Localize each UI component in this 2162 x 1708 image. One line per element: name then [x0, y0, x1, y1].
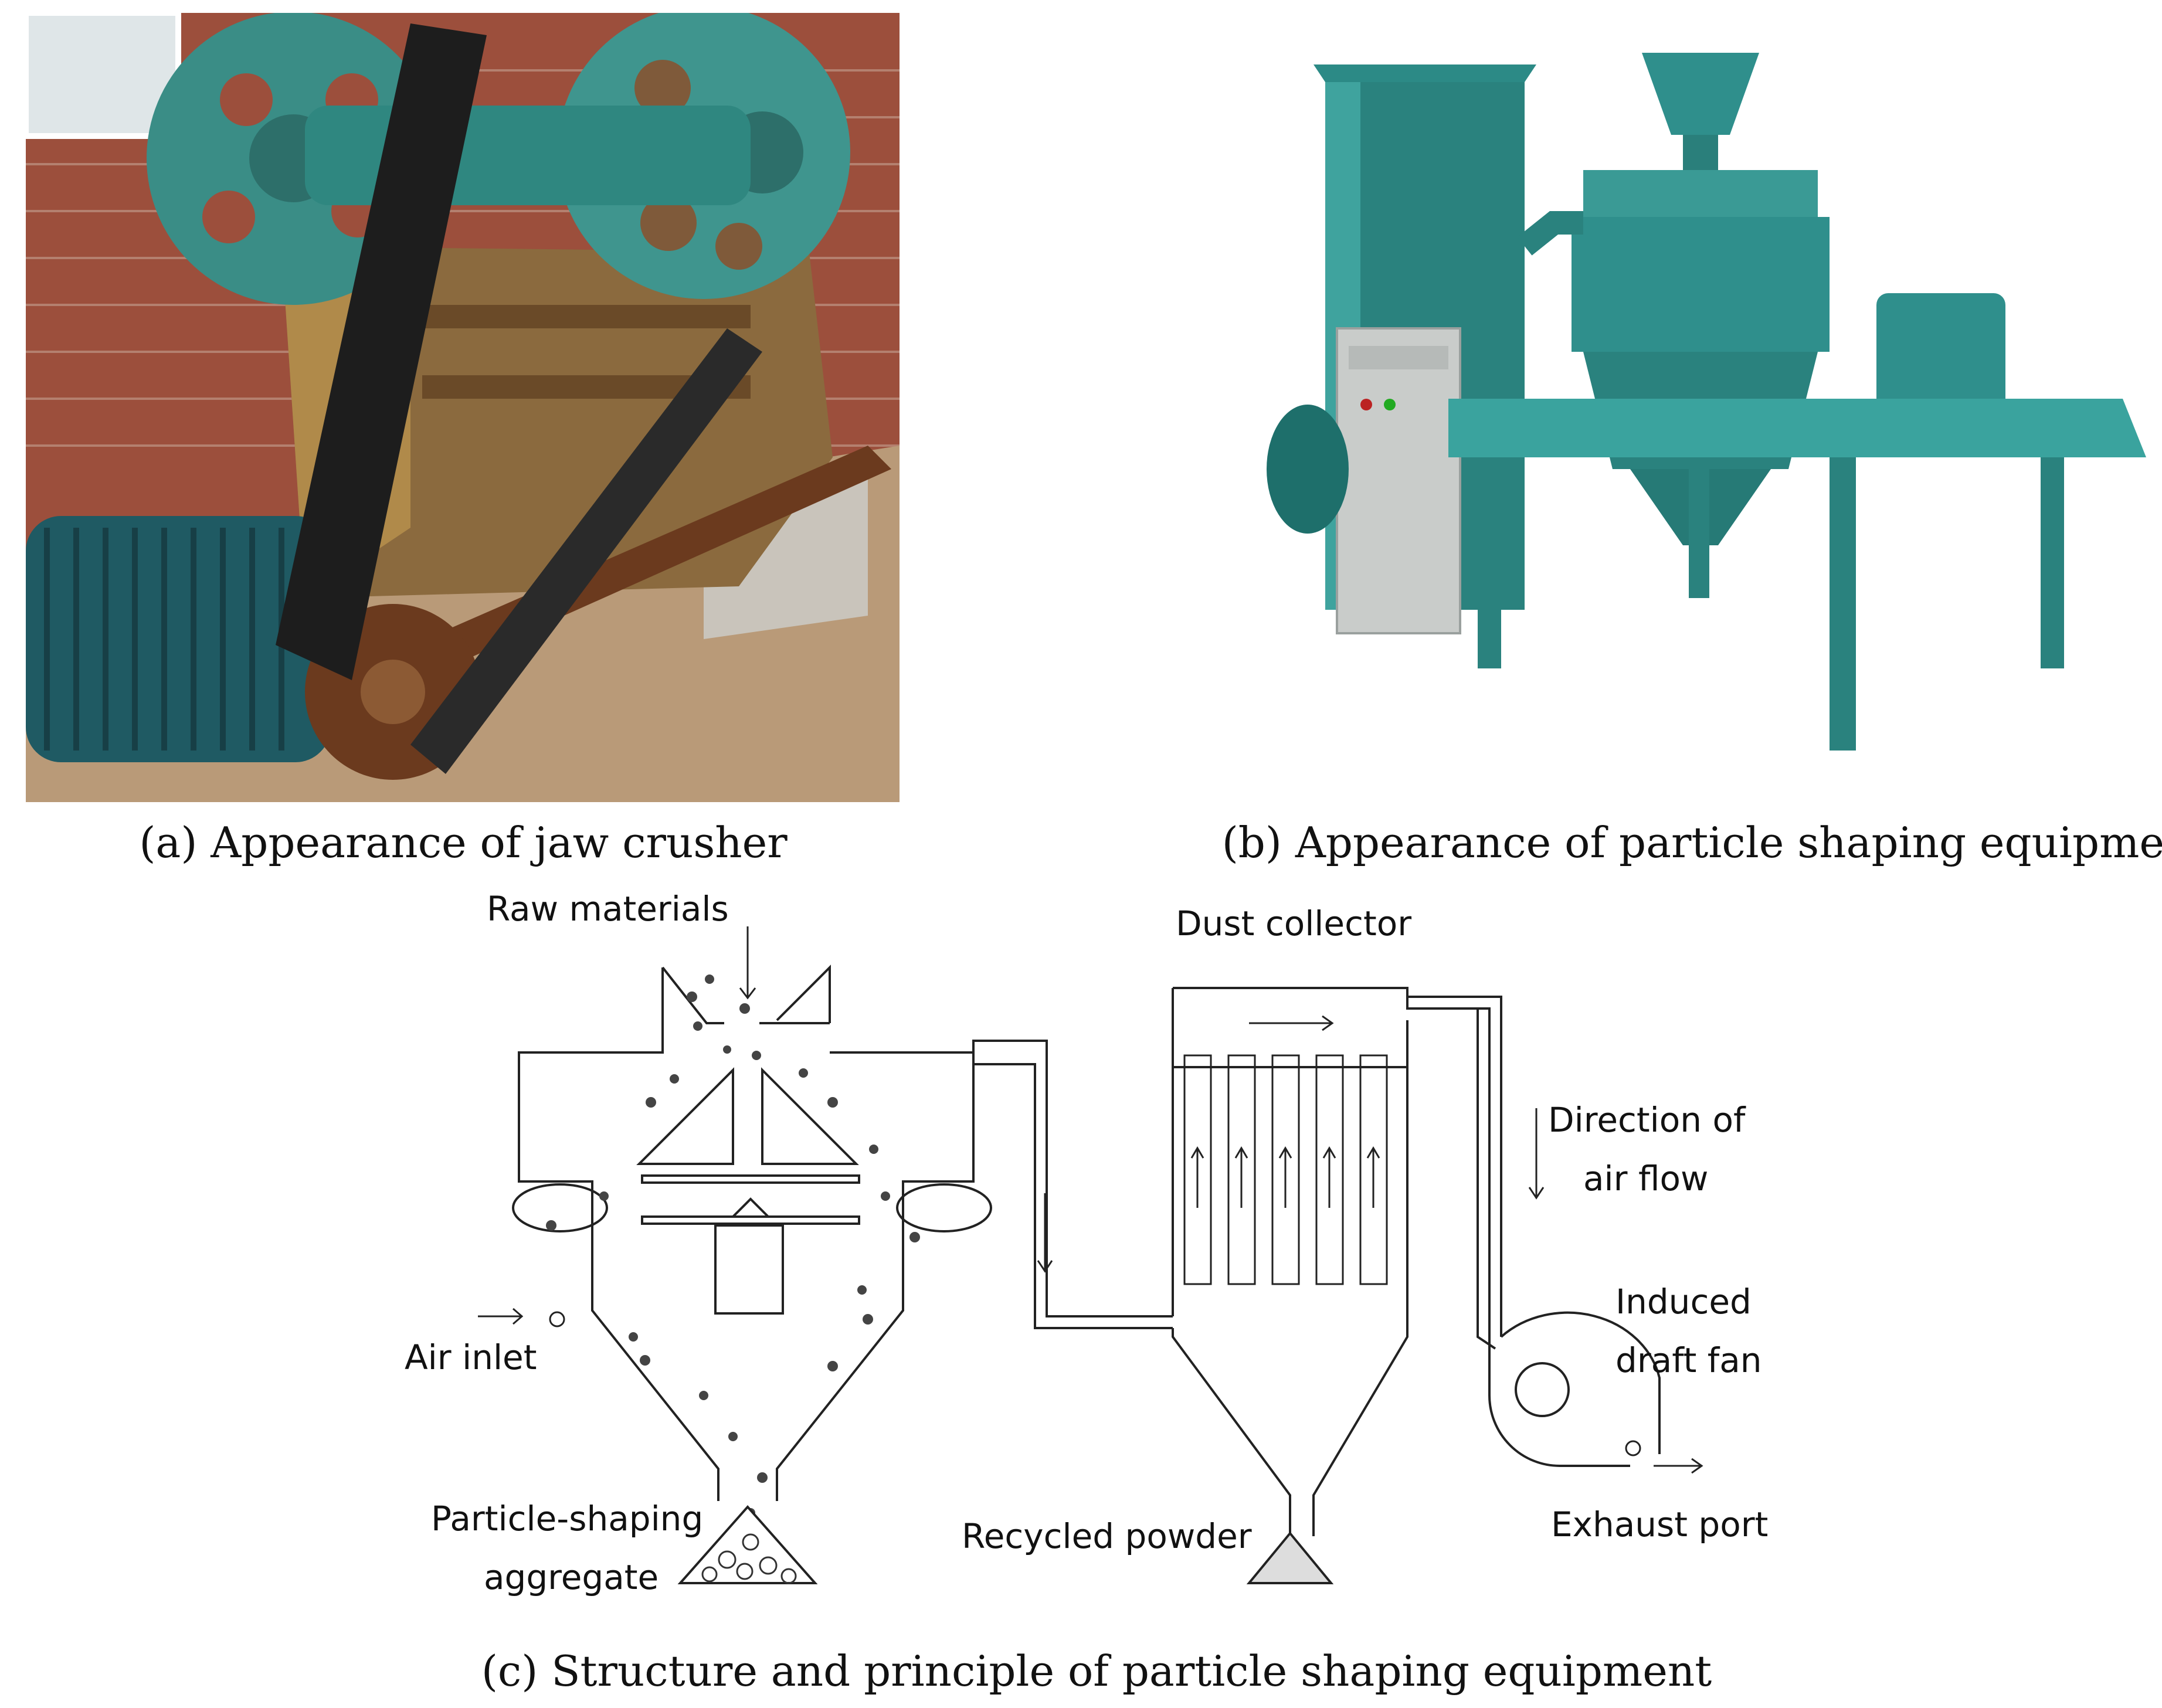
label-raw-materials: Raw materials — [487, 889, 729, 929]
dust-collector — [1172, 987, 1496, 1536]
induced-draft-fan — [1488, 1311, 1703, 1474]
label-induced-draft-fan-1: Induced — [1615, 1282, 1752, 1322]
caption-b: (b) Appearance of particle shaping equip… — [1222, 818, 2162, 867]
particle-shaping-equipment-photo — [1267, 53, 2146, 751]
label-induced-draft-fan-2: draft fan — [1615, 1340, 1762, 1380]
recycled-powder-pile — [1246, 1531, 1334, 1584]
label-dust-collector: Dust collector — [1176, 904, 1411, 943]
label-direction-of-air-flow-2: air flow — [1583, 1159, 1708, 1198]
schematic-diagram: Raw materials Dust collector Direction o… — [405, 889, 1768, 1597]
caption-c: (c) Structure and principle of particle … — [481, 1646, 1712, 1696]
label-air-inlet: Air inlet — [405, 1337, 537, 1377]
jaw-crusher-photo — [26, 13, 900, 802]
particles — [546, 974, 920, 1540]
label-direction-of-air-flow-1: Direction of — [1548, 1100, 1746, 1140]
label-particle-shaping-aggregate-2: aggregate — [484, 1557, 659, 1597]
label-recycled-powder: Recycled powder — [962, 1516, 1252, 1556]
label-exhaust-port: Exhaust port — [1551, 1505, 1768, 1544]
caption-a: (a) Appearance of jaw crusher — [139, 818, 788, 867]
aggregate-pile — [677, 1505, 818, 1584]
label-particle-shaping-aggregate-1: Particle-shaping — [431, 1499, 703, 1539]
